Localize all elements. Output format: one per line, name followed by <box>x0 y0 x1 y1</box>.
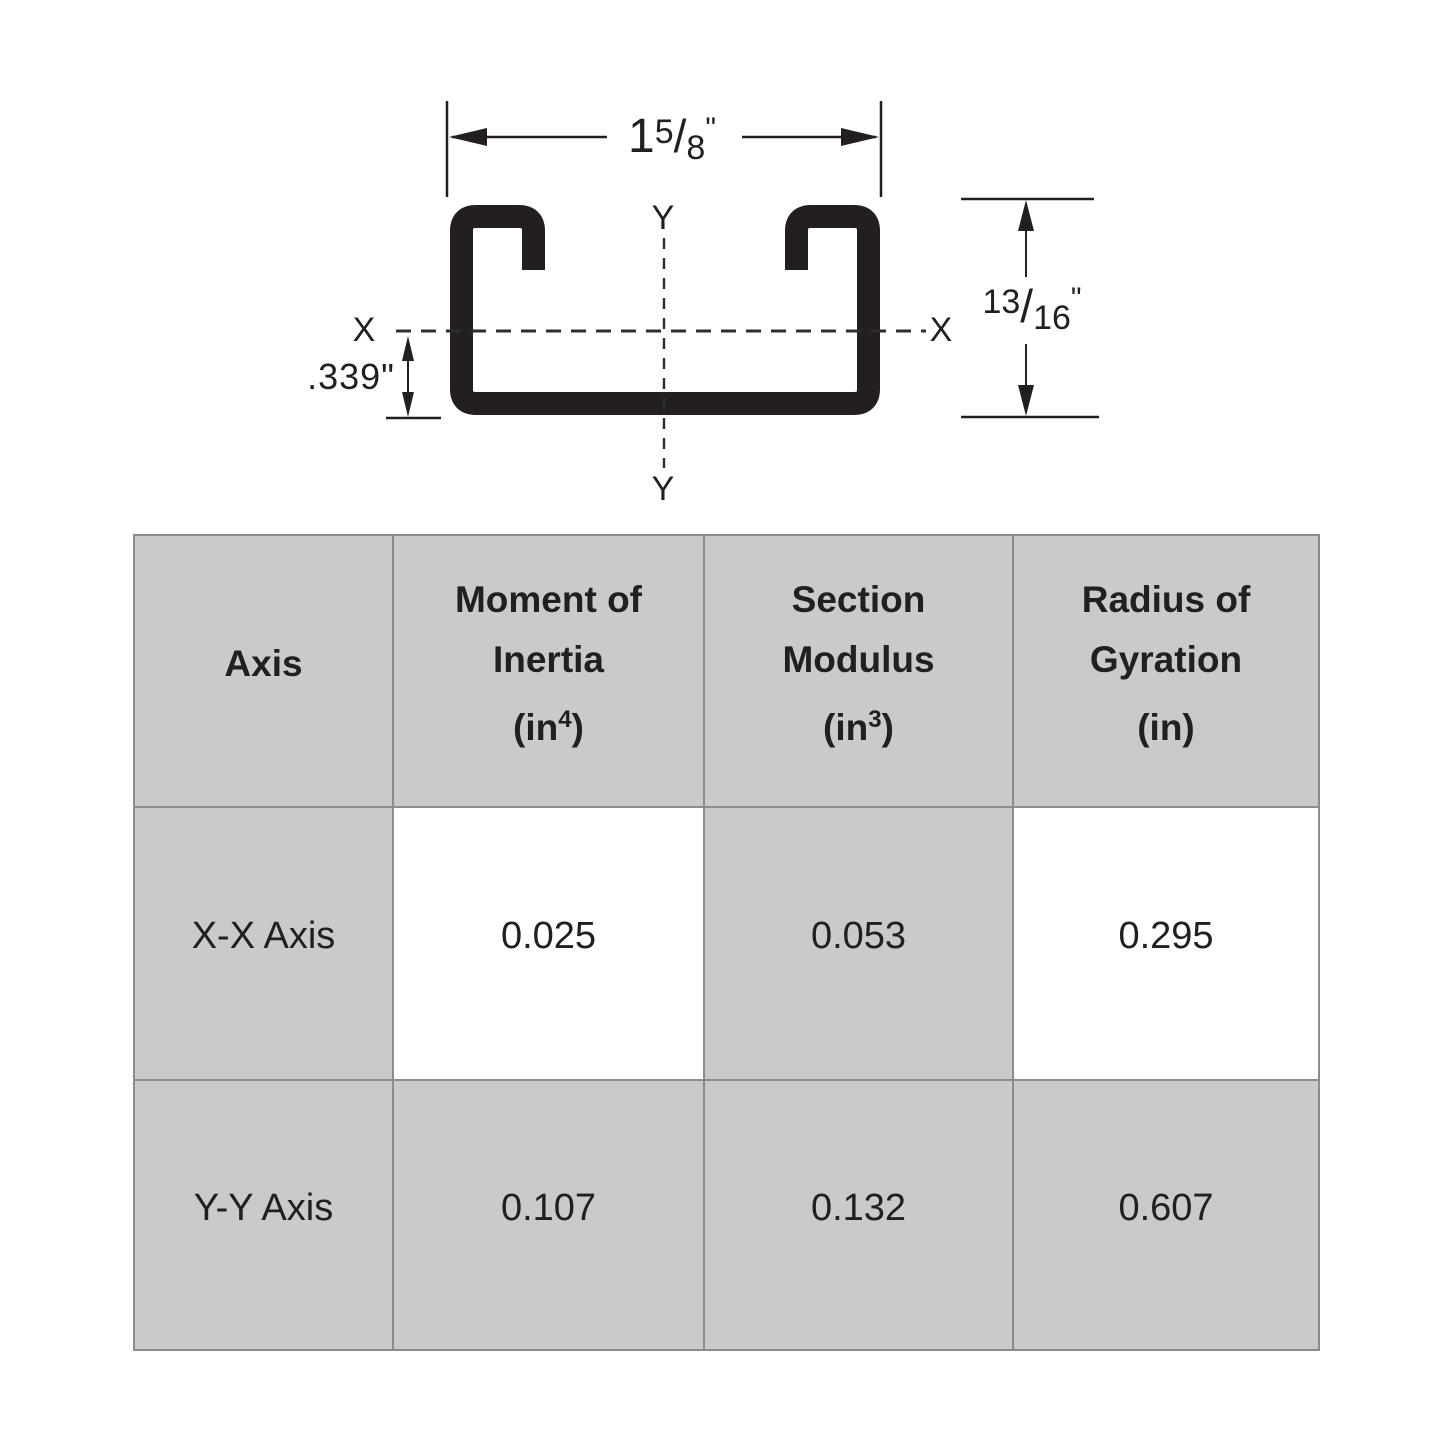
sm-unit-exponent: 3 <box>868 706 882 733</box>
cell-yy-axis-label: Y-Y Axis <box>133 1079 394 1351</box>
header-sm-line1: Section <box>791 579 926 620</box>
height-dimension-label: 13/16" <box>982 280 1082 337</box>
cell-xx-axis-label: X-X Axis <box>133 806 394 1081</box>
header-moi-line2: Inertia <box>492 639 605 680</box>
y-axis-label-bottom: Y <box>651 470 675 508</box>
header-rg-line2: Gyration <box>1089 639 1243 680</box>
header-cell-moment-of-inertia: Moment of Inertia (in4) <box>392 534 705 808</box>
y-axis-label-top: Y <box>651 199 675 237</box>
header-sm-unit: (in3) <box>823 706 894 748</box>
table-header-row: Axis Moment of Inertia (in4) Section Mod… <box>133 534 1320 808</box>
header-axis-label: Axis <box>224 643 303 684</box>
header-sm-line2: Modulus <box>782 639 935 680</box>
header-cell-radius-of-gyration: Radius of Gyration (in) <box>1012 534 1320 808</box>
header-rg-line1: Radius of <box>1081 579 1251 620</box>
cell-yy-radius-of-gyration: 0.607 <box>1012 1079 1320 1351</box>
cell-xx-moment-of-inertia: 0.025 <box>392 806 705 1081</box>
header-rg-unit: (in) <box>1137 707 1195 748</box>
offset-arrowhead-down-icon <box>402 392 414 417</box>
width-arrowhead-right-icon <box>841 128 879 146</box>
height-arrowhead-down-icon <box>1018 385 1034 416</box>
height-arrowhead-up-icon <box>1018 200 1034 231</box>
header-cell-section-modulus: Section Modulus (in3) <box>703 534 1014 808</box>
moi-unit-exponent: 4 <box>558 706 572 733</box>
table-row-yy-axis: Y-Y Axis 0.107 0.132 0.607 <box>133 1079 1320 1351</box>
cell-xx-section-modulus: 0.053 <box>703 806 1014 1081</box>
header-moi-line1: Moment of <box>454 579 643 620</box>
section-properties-table: Axis Moment of Inertia (in4) Section Mod… <box>133 534 1320 1351</box>
table-row-xx-axis: X-X Axis 0.025 0.053 0.295 <box>133 806 1320 1081</box>
width-arrowhead-left-icon <box>449 128 487 146</box>
cell-xx-radius-of-gyration: 0.295 <box>1012 806 1320 1081</box>
header-moi-unit: (in4) <box>513 706 584 748</box>
cell-yy-section-modulus: 0.132 <box>703 1079 1014 1351</box>
x-axis-label-right: X <box>929 311 953 349</box>
x-axis-label-left: X <box>352 311 376 349</box>
header-cell-axis: Axis <box>133 534 394 808</box>
offset-arrowhead-up-icon <box>402 336 414 361</box>
cell-yy-moment-of-inertia: 0.107 <box>392 1079 705 1351</box>
offset-dimension-label: .339" <box>307 356 395 397</box>
diagram-canvas <box>386 101 1099 468</box>
